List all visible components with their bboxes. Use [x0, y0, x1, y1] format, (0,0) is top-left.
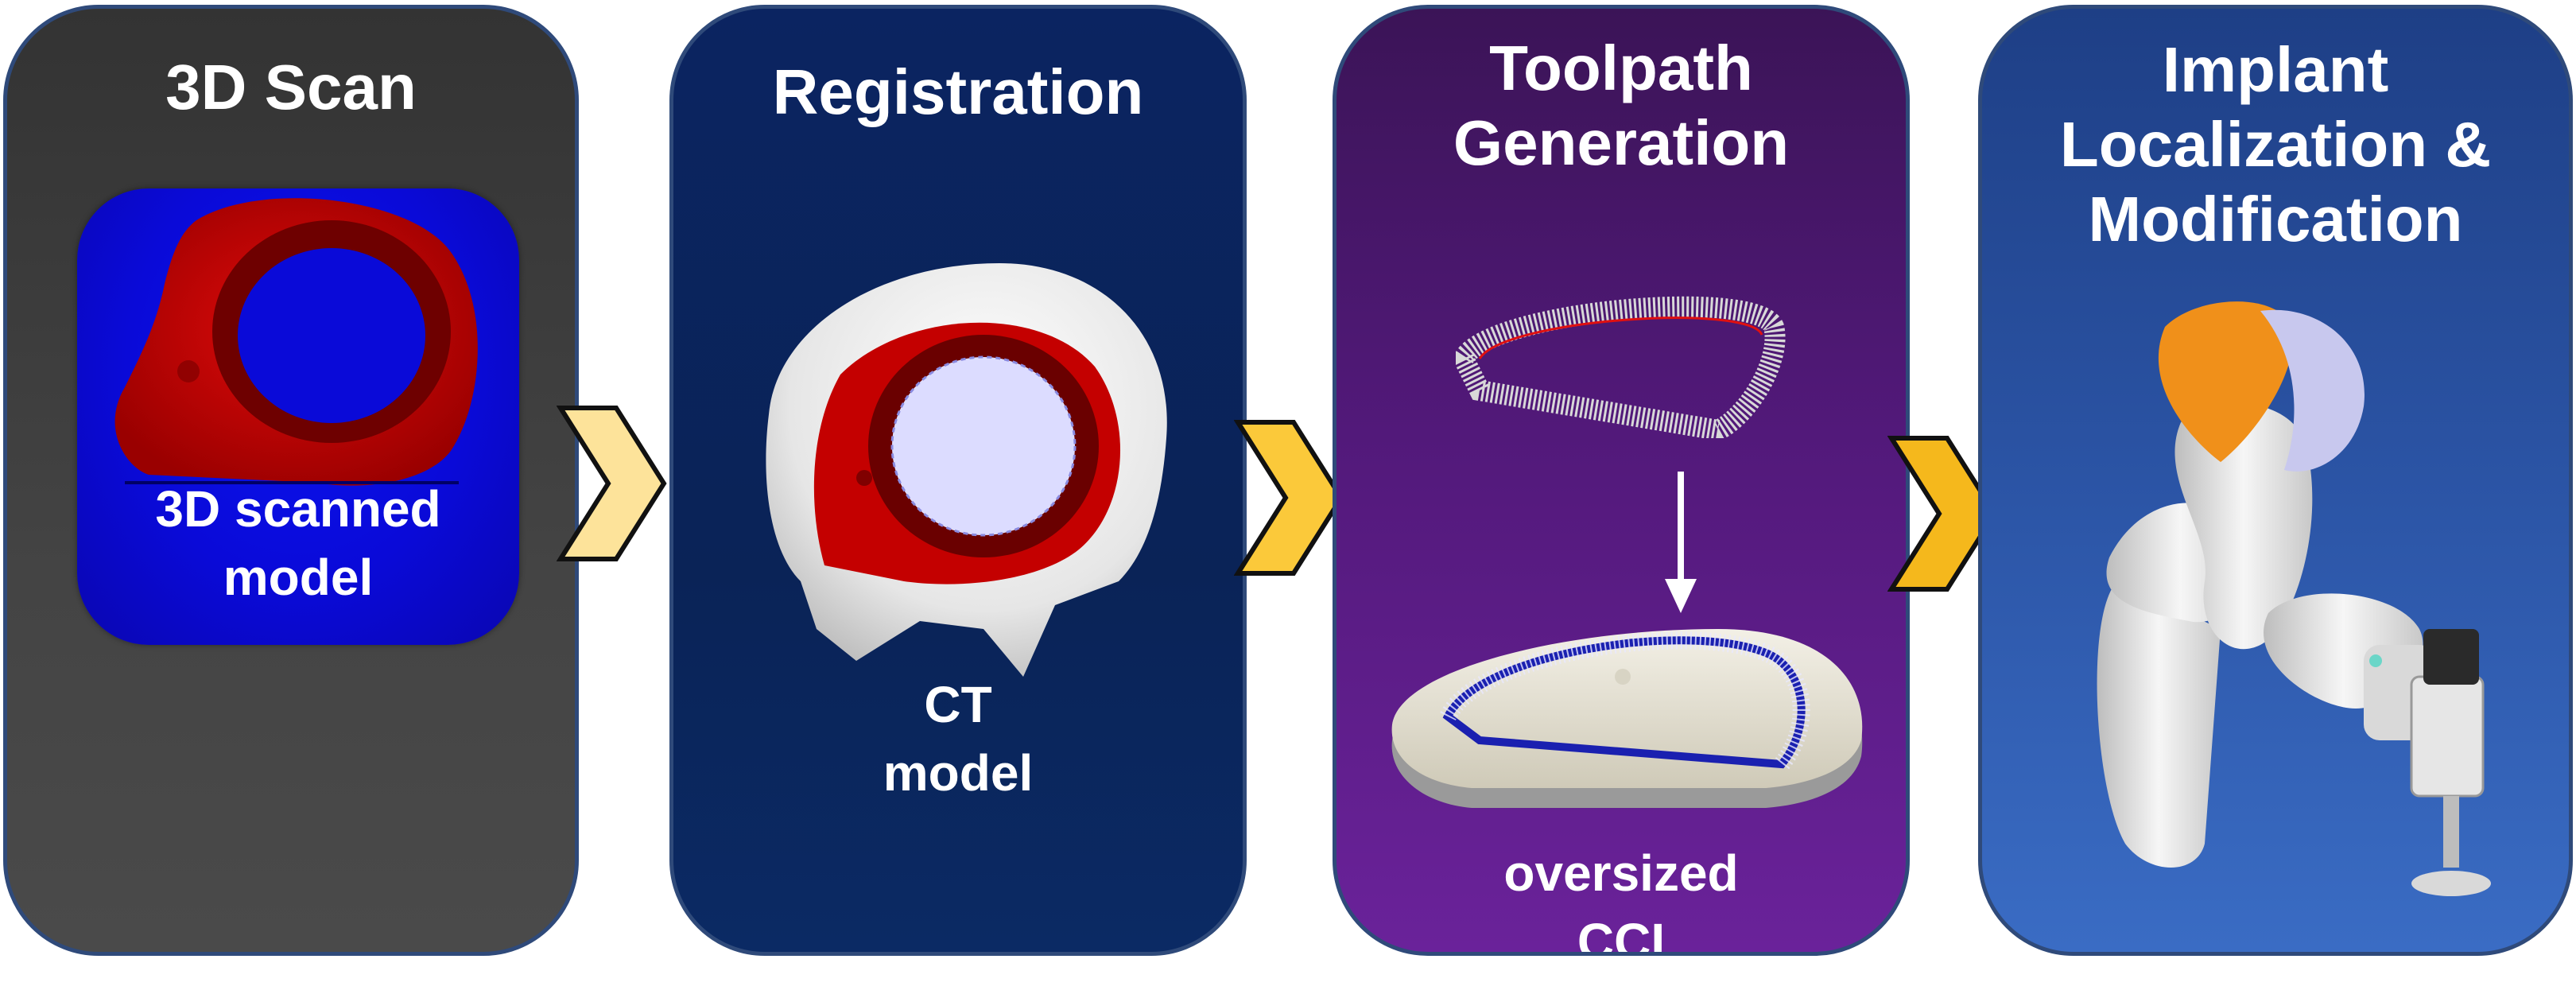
panel-implant-localization: Implant Localization & Modification	[1978, 5, 2573, 956]
title-line: Registration	[772, 56, 1144, 127]
title-line: Modification	[2088, 184, 2463, 254]
scan-background: 3D scanned model	[77, 188, 519, 645]
caption-line: CCI	[1577, 913, 1666, 956]
toolpath-ring-image	[1456, 296, 1786, 438]
chevron-right-icon	[557, 406, 667, 561]
caption-line: CT	[924, 676, 992, 733]
title-line: Implant	[2162, 34, 2389, 105]
chevron-right-icon	[1887, 436, 1998, 592]
scanned-implant-image	[114, 198, 478, 486]
caption-line: 3D scanned	[155, 480, 441, 538]
caption-line: model	[223, 549, 374, 606]
panel-caption: 3D scanned model	[77, 475, 519, 612]
panel-title: Registration	[673, 55, 1243, 130]
arrow-down-icon	[1665, 472, 1697, 613]
title-line: Localization &	[2059, 109, 2492, 180]
panel-toolpath-generation: Toolpath Generation oversized CCI	[1333, 5, 1910, 956]
panel-title: Toolpath Generation	[1336, 31, 1906, 181]
panel-title: Implant Localization & Modification	[1982, 33, 2569, 257]
panel-title: 3D Scan	[7, 50, 575, 125]
oversized-cci-image	[1391, 629, 1863, 808]
caption-line: oversized	[1503, 845, 1739, 902]
panel-3d-scan: 3D Scan 3D scanned model	[3, 5, 579, 956]
panel-caption: oversized CCI	[1336, 839, 1906, 956]
title-line: 3D Scan	[165, 52, 417, 122]
panel-caption: CT model	[673, 670, 1243, 807]
ct-skull-image	[766, 263, 1167, 677]
chevron-right-icon	[1234, 420, 1344, 576]
caption-line: model	[883, 744, 1034, 802]
title-line: Generation	[1453, 107, 1790, 178]
title-line: Toolpath	[1489, 33, 1753, 103]
robot-arm-image	[2097, 301, 2491, 896]
panel-registration: Registration CT model	[669, 5, 1247, 956]
